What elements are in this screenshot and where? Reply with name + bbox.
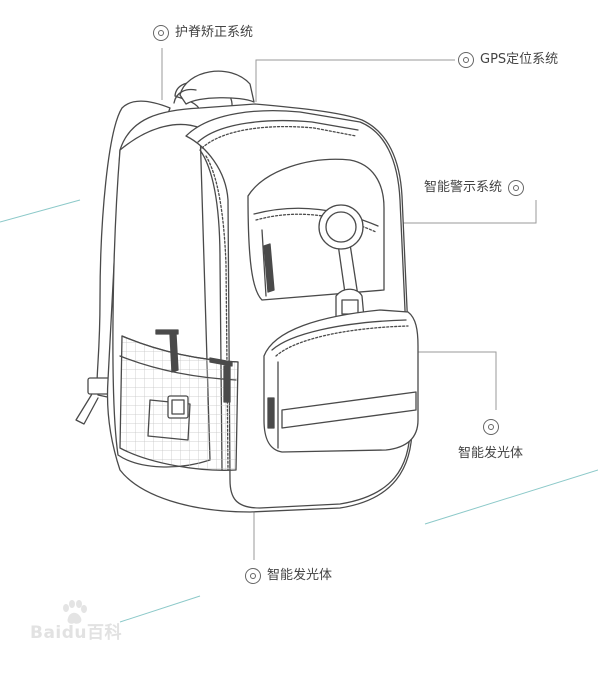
label-text: 智能发光体	[458, 446, 524, 461]
label-smart-light-bottom: 智能发光体	[245, 567, 332, 585]
paw-icon	[63, 600, 87, 624]
strap-loop-buckle	[167, 395, 189, 419]
leader-lines	[161, 48, 537, 560]
target-icon	[245, 568, 261, 584]
label-text: 智能发光体	[267, 568, 333, 583]
label-smart-warning: 智能警示系统	[424, 179, 525, 197]
label-gps-positioning: GPS定位系统	[458, 51, 558, 69]
zipper-pulls	[155, 243, 275, 429]
backpack-illustration	[75, 70, 419, 513]
label-text: 智能警示系统	[424, 180, 503, 195]
target-icon	[482, 419, 499, 435]
label-smart-light-right: 智能发光体	[458, 419, 523, 463]
label-spine-correction: 护脊矫正系统	[153, 24, 253, 42]
watermark: Baidu百科	[30, 623, 123, 643]
strap-buckle	[87, 377, 111, 395]
label-text: GPS定位系统	[480, 52, 559, 67]
top-handle	[179, 70, 255, 105]
label-text: 护脊矫正系统	[175, 25, 254, 40]
target-icon	[508, 180, 525, 196]
accent-lines	[0, 199, 598, 623]
reflective-band	[281, 391, 417, 429]
target-icon	[153, 25, 169, 41]
target-icon	[458, 52, 474, 68]
